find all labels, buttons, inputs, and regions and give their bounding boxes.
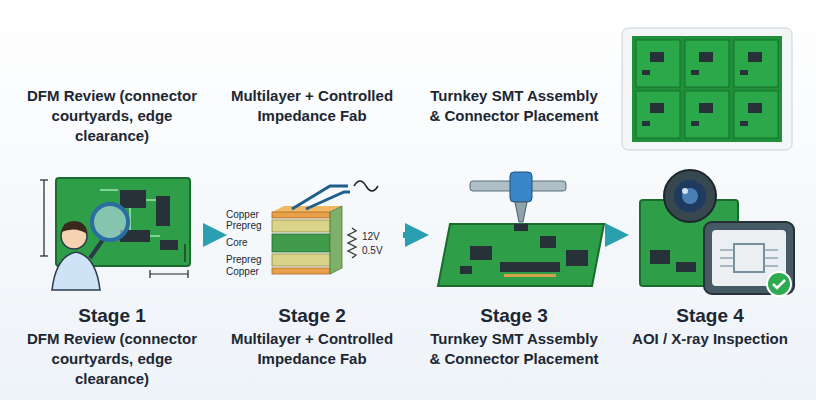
stage-number: Stage 4	[624, 305, 796, 327]
voltage-label: 12V	[362, 231, 394, 243]
stage-group: Stage 2Multilayer + Controlled Impedance…	[222, 165, 402, 393]
dfm-illustration	[40, 178, 190, 290]
stage-number: Stage 3	[424, 305, 604, 327]
flow-arrow	[403, 232, 423, 238]
stage-group: Stage 3Turnkey SMT Assembly & Connector …	[424, 165, 604, 393]
layer-name: Core	[226, 237, 270, 249]
stage-description: DFM Review (connector courtyards, edge c…	[22, 329, 202, 389]
stage-group: Stage 1DFM Review (connector courtyards,…	[22, 165, 202, 393]
stage-heading: DFM Review (connector courtyards, edge c…	[22, 86, 202, 146]
layer-name: Prepreg	[226, 254, 270, 266]
layer-name: Copper	[226, 266, 270, 278]
smt-illustration	[438, 172, 604, 286]
stage-heading: Multilayer + Controlled Impedance Fab	[222, 86, 402, 126]
aoi-illustration	[640, 170, 794, 296]
stage-number: Stage 1	[22, 305, 202, 327]
stage-description: Turnkey SMT Assembly & Connector Placeme…	[424, 329, 604, 369]
stackup-illustration	[272, 181, 378, 274]
stage-number: Stage 2	[222, 305, 402, 327]
voltage-label: 0.5V	[362, 245, 394, 257]
layer-name: Copper	[226, 209, 270, 221]
stage-description: AOI / X-ray Inspection	[624, 329, 796, 349]
flow-arrow	[203, 232, 221, 238]
stage-description: Multilayer + Controlled Impedance Fab	[222, 329, 402, 369]
stage-group: Stage 4AOI / X-ray Inspection	[624, 165, 796, 393]
panel-image	[622, 28, 792, 150]
flow-arrow	[605, 232, 623, 238]
stage-heading: Turnkey SMT Assembly & Connector Placeme…	[424, 86, 604, 126]
layer-name: Prepreg	[226, 220, 270, 232]
